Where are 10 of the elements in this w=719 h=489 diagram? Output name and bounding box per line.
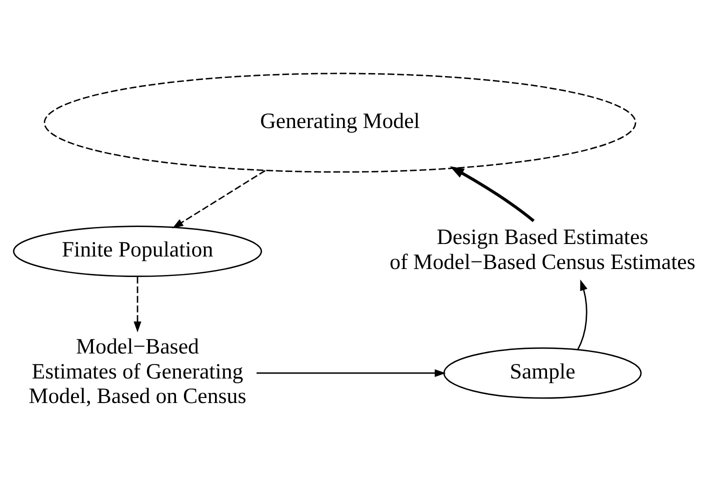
node-ellipse: Finite Population bbox=[12, 226, 262, 278]
arrow bbox=[256, 369, 446, 377]
arrow bbox=[577, 280, 588, 350]
node-ellipse: Sample bbox=[443, 347, 642, 399]
arrow bbox=[134, 276, 142, 332]
node-text: Design Based Estimates of Model−Based Census Estimates bbox=[390, 224, 696, 274]
node-ellipse: Generating Model bbox=[44, 72, 636, 173]
arrow bbox=[450, 166, 535, 222]
arrow bbox=[172, 170, 266, 228]
node-text: Model−Based Estimates of Generating Model, Based on Census bbox=[28, 334, 246, 408]
